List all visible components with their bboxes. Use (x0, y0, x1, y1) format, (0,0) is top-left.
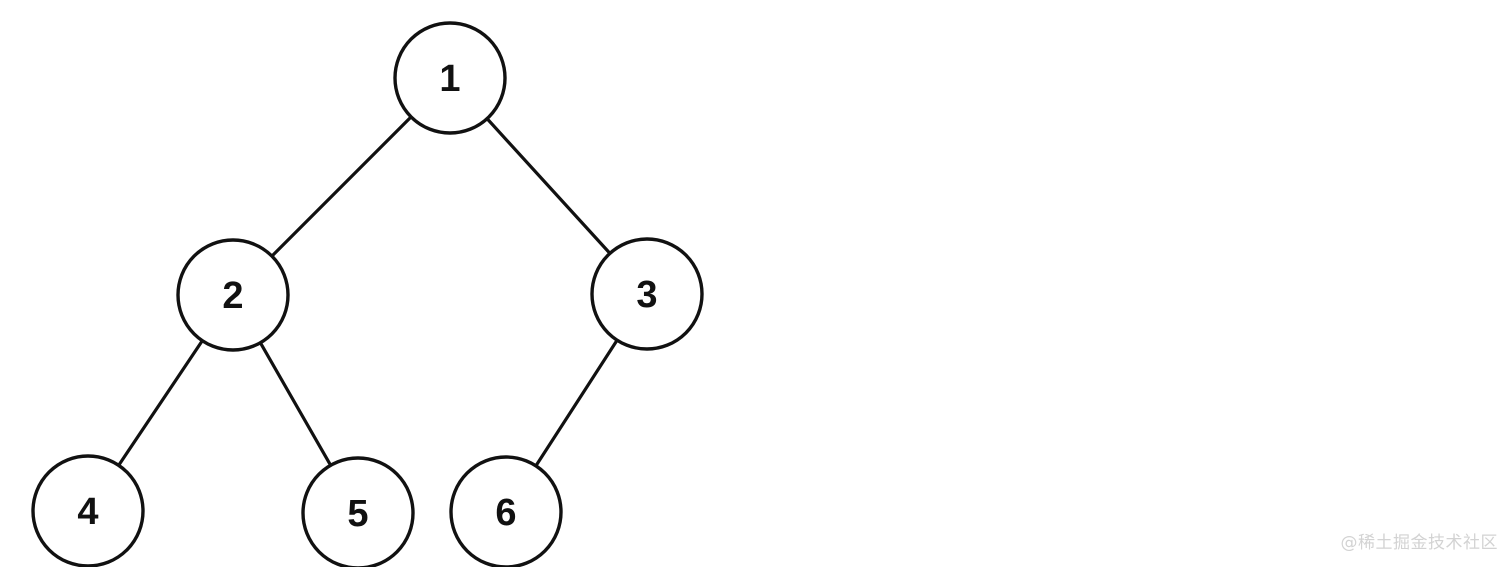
tree-node[interactable]: 1 (393, 21, 507, 135)
node-label: 2 (222, 275, 243, 317)
node-label: 1 (439, 58, 460, 100)
tree-node[interactable]: 5 (301, 456, 415, 567)
node-label: 5 (347, 493, 368, 535)
tree-edge (117, 339, 204, 467)
edge-layer (117, 115, 619, 468)
node-label: 4 (77, 491, 98, 533)
tree-node[interactable]: 4 (31, 454, 145, 567)
node-label: 6 (495, 492, 516, 534)
node-circle (301, 456, 415, 567)
node-circle (449, 455, 563, 567)
tree-node[interactable]: 3 (590, 237, 704, 351)
tree-node[interactable]: 2 (176, 238, 290, 352)
node-layer: 1 2 3 4 5 6 (31, 21, 704, 567)
tree-edge (258, 341, 333, 467)
tree-edge (534, 338, 619, 468)
node-label: 3 (636, 274, 657, 316)
node-circle (176, 238, 290, 352)
tree-edge (270, 115, 413, 258)
node-circle (393, 21, 507, 135)
tree-node[interactable]: 6 (449, 455, 563, 567)
node-circle (31, 454, 145, 567)
tree-edge (485, 117, 612, 255)
watermark-text: @稀土掘金技术社区 (1340, 533, 1498, 553)
node-circle (590, 237, 704, 351)
